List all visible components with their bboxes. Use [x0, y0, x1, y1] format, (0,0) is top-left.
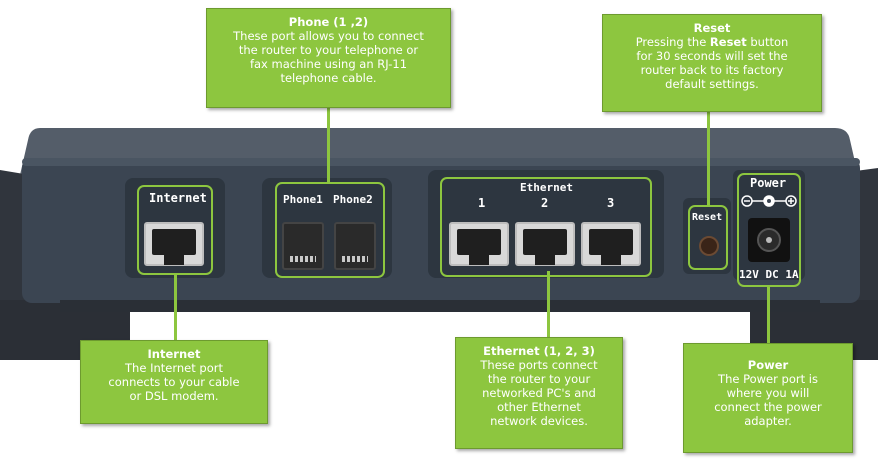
- phone-callout-title: Phone (1 ,2): [288, 15, 369, 29]
- ethernet-port-3-number: 3: [607, 196, 615, 210]
- power-callout: Power The Power port is where you will c…: [683, 343, 853, 453]
- phone-callout-line-3: fax machine using an RJ-11: [249, 57, 408, 71]
- reset-panel: [683, 198, 731, 274]
- reset-callout-line-1: Pressing the Reset button: [635, 35, 789, 49]
- phone2-port: [334, 222, 376, 270]
- reset-callout-title: Reset: [693, 21, 731, 35]
- power-port-label: Power: [750, 176, 787, 190]
- internet-highlight: [137, 185, 213, 275]
- power-callout-line-1: The Power port is: [718, 372, 818, 386]
- ethernet-callout: Ethernet (1, 2, 3) These ports connect t…: [455, 337, 623, 449]
- internet-leader-line: [174, 275, 177, 342]
- phone-highlight: [275, 182, 385, 278]
- polarity-symbol: [741, 195, 797, 207]
- power-leader-line: [767, 287, 770, 345]
- ethernet-port-3: [581, 222, 641, 266]
- ethernet-port-1-number: 1: [478, 196, 486, 210]
- power-callout-title: Power: [747, 358, 789, 372]
- reset-callout-bold-word: Reset: [709, 35, 747, 49]
- phone-leader-line: [327, 108, 330, 184]
- reset-port-label: Reset: [692, 212, 723, 223]
- phone1-port-label: Phone1: [283, 193, 323, 206]
- internet-callout-line-3: or DSL modem.: [129, 389, 219, 403]
- ethernet-callout-line-5: network devices.: [490, 414, 588, 428]
- reset-callout-line-4: default settings.: [665, 77, 759, 91]
- reset-callout-line-3: router back to its factory: [640, 63, 784, 77]
- ethernet-port-2: [515, 222, 575, 266]
- power-callout-line-3: connect the power: [714, 400, 822, 414]
- ethernet-port-1: [449, 222, 509, 266]
- ethernet-highlight: [440, 177, 652, 277]
- reset-callout: Reset Pressing the Reset button for 30 s…: [602, 14, 822, 112]
- power-highlight: [737, 173, 801, 287]
- internet-callout-line-2: connects to your cable: [108, 375, 240, 389]
- ethernet-group-label: Ethernet: [520, 181, 573, 194]
- ethernet-port-2-number: 2: [541, 196, 549, 210]
- phone-callout-line-4: telephone cable.: [280, 71, 377, 85]
- internet-port-label: Internet: [149, 191, 207, 205]
- power-rating-label: 12V DC 1A: [739, 268, 799, 281]
- internet-callout-line-1: The Internet port: [125, 361, 223, 375]
- phone-callout: Phone (1 ,2) These port allows you to co…: [206, 8, 451, 108]
- reset-leader-line: [707, 112, 710, 207]
- reset-button-dot: [699, 236, 719, 256]
- ethernet-callout-line-3: networked PC's and: [482, 386, 596, 400]
- phone1-port: [282, 222, 324, 270]
- ethernet-callout-title: Ethernet (1, 2, 3): [483, 344, 595, 358]
- ethernet-callout-line-1: These ports connect: [480, 358, 598, 372]
- internet-callout: Internet The Internet port connects to y…: [80, 340, 268, 424]
- ethernet-callout-line-4: other Ethernet: [497, 400, 581, 414]
- ethernet-leader-line: [547, 271, 550, 339]
- phone-callout-line-1: These port allows you to connect: [233, 29, 424, 43]
- reset-callout-line-2: for 30 seconds will set the: [636, 49, 788, 63]
- router-base: [60, 300, 820, 312]
- power-callout-line-4: adapter.: [744, 414, 792, 428]
- internet-port: [144, 222, 204, 266]
- phone-callout-line-2: the router to your telephone or: [238, 43, 419, 57]
- phone2-port-label: Phone2: [333, 193, 373, 206]
- ethernet-callout-line-2: the router to your: [487, 372, 591, 386]
- power-callout-line-2: where you will: [726, 386, 810, 400]
- internet-callout-title: Internet: [147, 347, 201, 361]
